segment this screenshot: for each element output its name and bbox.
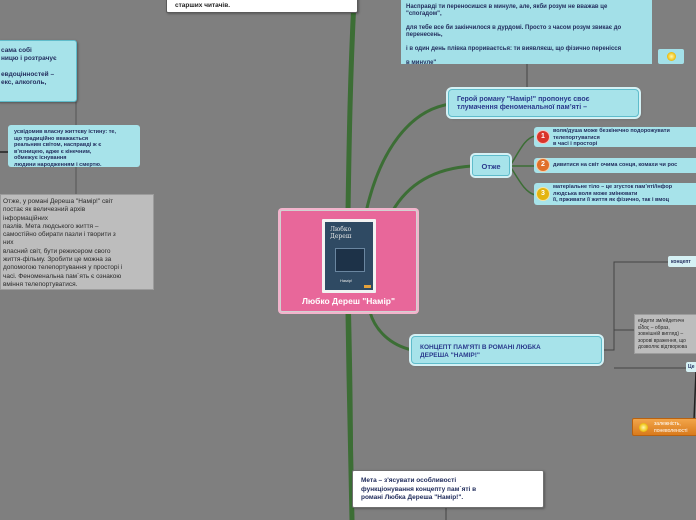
quote-bulb-tab[interactable] xyxy=(658,49,684,64)
top-snippet-node[interactable]: старших читачів. xyxy=(166,0,358,13)
orange-node[interactable]: залежність, поневоленості xyxy=(632,418,696,436)
book-cover: Любко Дереш Намір! xyxy=(322,219,376,293)
central-title: Любко Дереш "Намір" xyxy=(281,296,416,306)
eidos-node[interactable]: ейдети зм/ейдетичн εἶδος – образ, зовніш… xyxy=(634,314,696,354)
tse-node[interactable]: Це xyxy=(686,362,696,372)
book-cover-surname: Дереш xyxy=(330,233,351,240)
list-item[interactable]: 3 матеріальне тіло – це згусток пам’яті/… xyxy=(534,183,696,205)
concept-small-text: концепт xyxy=(668,256,696,265)
hero-text: Герой роману "Намір!" пропонує своє тлум… xyxy=(449,90,638,112)
top-snippet-text: старших читачів. xyxy=(167,0,357,9)
book-cover-title: Намір! xyxy=(340,278,352,283)
item-text-3: матеріальне тіло – це згусток пам’яті/ін… xyxy=(553,184,672,204)
item-text-1: воля/душа може безкінечно подорожувати т… xyxy=(553,128,670,147)
left-gray-text: Отже, у романі Дереша "Намір!" світ пост… xyxy=(1,195,153,289)
book-cover-author: Любко xyxy=(330,226,351,233)
otzhe-node[interactable]: Отже xyxy=(472,155,510,176)
quote-text: Насправді ти переносишся в минуле, але, … xyxy=(401,0,652,64)
goal-node[interactable]: Мета – з'ясувати особливості функціонува… xyxy=(352,470,544,508)
number-badge-1: 1 xyxy=(537,131,549,143)
quote-node[interactable]: Насправді ти переносишся в минуле, але, … xyxy=(401,0,652,64)
list-item[interactable]: 2 дивитися на світ очима сонця, комахи ч… xyxy=(534,158,696,173)
number-badge-2: 2 xyxy=(537,159,549,171)
list-item[interactable]: 1 воля/душа може безкінечно подорожувати… xyxy=(534,127,696,147)
left-gray-node[interactable]: Отже, у романі Дереша "Намір!" світ пост… xyxy=(0,194,154,290)
otzhe-text: Отже xyxy=(473,156,509,171)
left-top-text: сама собі ницю і розтрачує евдоцінностей… xyxy=(0,41,76,87)
concept-node[interactable]: КОНЦЕПТ ПАМ'ЯТІ В РОМАНІ ЛЮБКА ДЕРЕША "Н… xyxy=(411,336,602,364)
number-badge-3: 3 xyxy=(537,188,549,200)
tse-text: Це xyxy=(686,362,696,370)
left-top-node[interactable]: сама собі ницю і розтрачує евдоцінностей… xyxy=(0,40,77,102)
concept-small-node[interactable]: концепт xyxy=(668,256,696,267)
left-mid-node[interactable]: усвідомив власну життєву істину: те, що … xyxy=(8,125,140,167)
goal-text: Мета – з'ясувати особливості функціонува… xyxy=(353,471,543,503)
lightbulb-icon xyxy=(639,423,648,432)
orange-text: залежність, поневоленості xyxy=(654,421,687,434)
left-mid-text: усвідомив власну життєву істину: те, що … xyxy=(8,125,140,167)
hero-node[interactable]: Герой роману "Намір!" пропонує своє тлум… xyxy=(448,89,639,117)
book-cover-art xyxy=(335,248,365,272)
concept-text: КОНЦЕПТ ПАМ'ЯТІ В РОМАНІ ЛЮБКА ДЕРЕША "Н… xyxy=(412,337,601,360)
central-node[interactable]: Любко Дереш Намір! Любко Дереш "Намір" xyxy=(280,210,417,312)
lightbulb-icon xyxy=(667,52,676,61)
eidos-text: ейдети зм/ейдетичн εἶδος – образ, зовніш… xyxy=(635,315,696,351)
item-text-2: дивитися на світ очима сонця, комахи чи … xyxy=(553,162,677,169)
